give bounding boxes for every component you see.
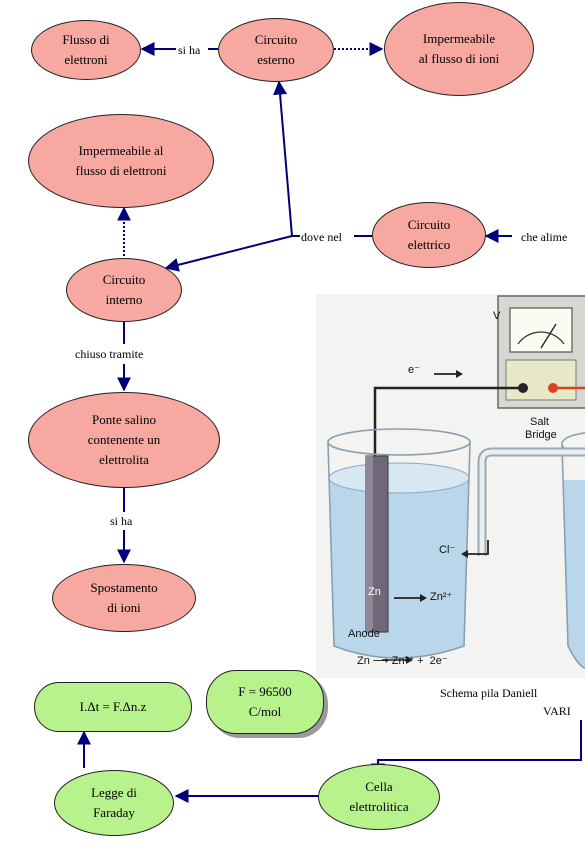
- zinc-electrode-label: Zn: [368, 586, 381, 598]
- salt-label: Salt: [530, 416, 549, 428]
- link-label-chiuso-tramite: chiuso tramite: [75, 346, 144, 362]
- link-dove-interno: [164, 235, 293, 272]
- voltmeter-dial: [509, 307, 573, 353]
- voltmeter-needle: [540, 323, 557, 349]
- node-costante-faraday[interactable]: F = 96500 C/mol: [206, 670, 324, 734]
- voltmeter-label: V: [493, 310, 501, 322]
- node-circuito-esterno[interactable]: Circuito esterno: [218, 18, 334, 82]
- caption-vari: VARI: [543, 704, 571, 718]
- daniell-cell-drawing: [327, 295, 585, 669]
- voltmeter-panel: [505, 359, 577, 401]
- link-label-dove-nel: dove nel: [301, 229, 342, 245]
- node-circuito-elettrico[interactable]: Circuito elettrico: [372, 202, 486, 268]
- beaker-left: [327, 441, 471, 659]
- bridge-label: Bridge: [525, 429, 557, 441]
- node-legge-faraday[interactable]: Legge di Faraday: [54, 770, 174, 836]
- node-impermeabile-ioni[interactable]: Impermeabile al flusso di ioni: [384, 2, 534, 96]
- link-label-che-alime: che alime: [521, 229, 568, 245]
- electron-label: e⁻: [408, 364, 420, 376]
- beaker-right: [561, 443, 585, 669]
- node-spostamento-ioni[interactable]: Spostamento di ioni: [52, 564, 196, 632]
- link-label-si-ha: si ha: [178, 42, 201, 58]
- node-circuito-interno[interactable]: Circuito interno: [66, 258, 182, 322]
- beaker-left-solution: [330, 480, 468, 658]
- anode-label: Anode: [348, 628, 380, 640]
- image-caption: Schema pila Daniell: [440, 686, 538, 700]
- reaction-label: Zn ⟶ Zn²⁺ + 2e⁻: [357, 655, 448, 667]
- beaker-right-solution: [564, 480, 585, 668]
- node-formula-faraday[interactable]: I.Δt = F.Δn.z: [34, 682, 192, 732]
- link-dove-esterno: [273, 80, 300, 237]
- node-cella-elettrolitica[interactable]: Cella elettrolitica: [318, 764, 440, 830]
- node-ponte-salino[interactable]: Ponte salino contenente un elettrolita: [28, 392, 220, 488]
- node-impermeabile-elettroni[interactable]: Impermeabile al flusso di elettroni: [28, 114, 214, 208]
- node-flusso-elettroni[interactable]: Flusso di elettroni: [31, 20, 141, 80]
- link-label-si-ha-2: si ha: [110, 513, 133, 529]
- chloride-label: Cl⁻: [439, 544, 456, 556]
- zinc-ion-label: Zn²⁺: [430, 591, 453, 603]
- daniell-cell-image: V e⁻ Salt Bridge Cl⁻ Zn Zn²⁺ Anode Zn ⟶ …: [316, 294, 585, 678]
